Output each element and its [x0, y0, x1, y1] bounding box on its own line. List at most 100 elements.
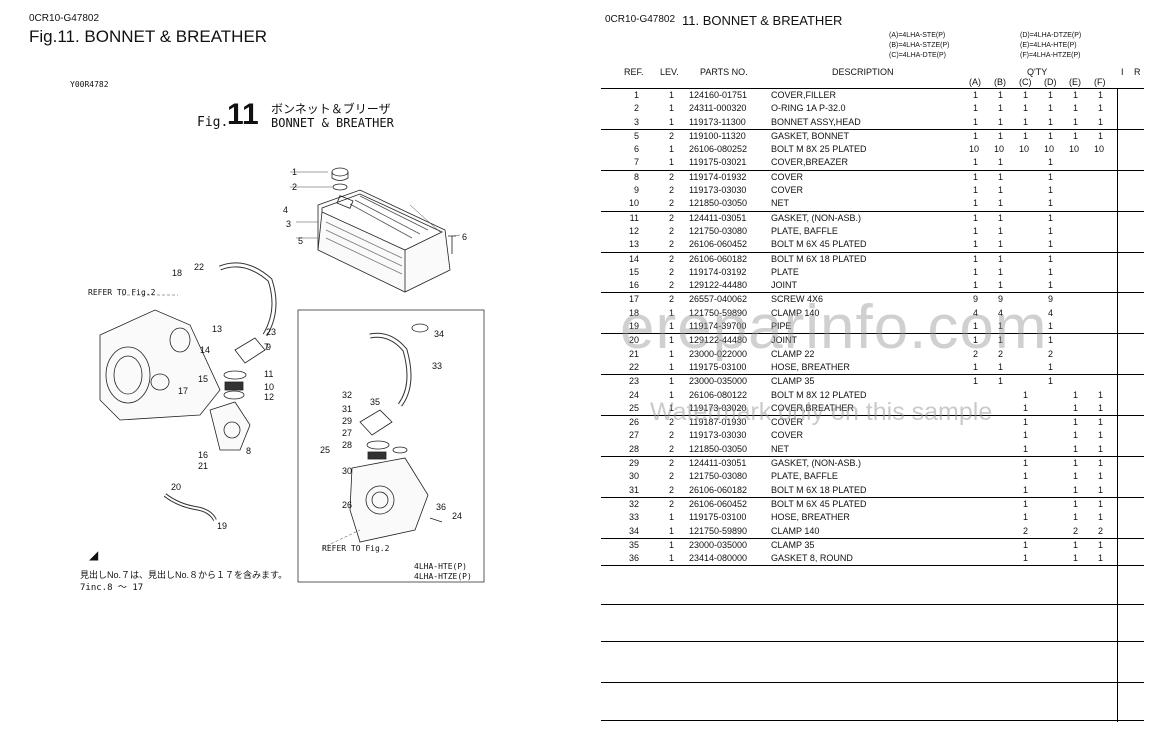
cell-qty: 4 [973, 307, 979, 318]
cell-part-no: 119173-03030 [689, 185, 747, 196]
cell-qty: 1 [1073, 484, 1079, 495]
cell-lev: 2 [669, 171, 675, 182]
cell-part-no: 119174-39700 [689, 321, 747, 332]
cell-ref: 17 [628, 294, 639, 305]
cell-qty: 2 [1098, 525, 1104, 536]
cell-qty: 9 [1048, 294, 1054, 305]
cell-lev: 2 [669, 280, 675, 291]
cell-qty: 1 [998, 361, 1004, 372]
cell-qty: 1 [1073, 103, 1079, 114]
empty-row-line [601, 641, 1144, 642]
callout-3: 3 [286, 219, 291, 229]
drawing-reference: Y00R4782 [70, 80, 109, 89]
cell-lev: 2 [669, 458, 675, 469]
cell-qty: 2 [1073, 525, 1079, 536]
cell-description: CLAMP 22 [771, 348, 815, 359]
cell-lev: 2 [669, 443, 675, 454]
cell-qty: 1 [1048, 361, 1054, 372]
cell-part-no: 26557-040062 [689, 294, 748, 305]
cell-ref: 2 [633, 103, 639, 114]
cell-qty: 4 [1048, 307, 1054, 318]
cell-qty: 1 [1023, 90, 1029, 100]
cell-part-no: 23000-035000 [689, 539, 748, 550]
cell-qty: 1 [998, 198, 1004, 209]
cell-part-no: 121750-03080 [689, 225, 748, 236]
cell-qty: 1 [973, 280, 979, 291]
empty-row-line [601, 604, 1144, 605]
cell-qty: 1 [1048, 90, 1054, 100]
cell-ref: 34 [628, 525, 639, 536]
bonnet-assy-shape [317, 189, 451, 293]
cell-part-no: 26106-060182 [689, 253, 748, 264]
cell-qty: 1 [1073, 430, 1079, 441]
cell-qty: 1 [973, 376, 979, 387]
cell-qty: 9 [998, 294, 1004, 305]
model-key-b: (B)=4LHA-STZE(P) [889, 42, 950, 49]
cell-ref: 12 [628, 225, 639, 236]
cell-qty: 1 [973, 266, 979, 277]
cell-lev: 1 [669, 376, 675, 387]
cell-description: HOSE, BREATHER [771, 361, 850, 372]
right-page-code: 0CR10-G47802 [605, 14, 676, 25]
cell-description: CLAMP 35 [771, 539, 815, 550]
cell-description: BOLT M 8X 12 PLATED [771, 389, 867, 400]
cell-lev: 1 [669, 90, 675, 100]
cell-qty: 1 [1023, 484, 1029, 495]
cell-qty: 1 [973, 198, 979, 209]
cell-lev: 1 [669, 307, 675, 318]
cell-description: BOLT M 6X 18 PLATED [771, 253, 867, 264]
cell-qty: 10 [969, 144, 980, 155]
header-col-d: (D) [1044, 77, 1057, 87]
filler-cap-shape [331, 167, 349, 177]
note-english: 7inc.8 ～ 17 [80, 583, 144, 593]
cell-part-no: 24311-000320 [689, 103, 747, 114]
cell-qty: 1 [973, 185, 979, 196]
breather-cover-shape [234, 337, 266, 364]
cell-part-no: 121850-03050 [689, 443, 748, 454]
cell-lev: 2 [669, 294, 675, 305]
cell-qty: 10 [1069, 144, 1080, 155]
cell-lev: 2 [669, 266, 675, 277]
cell-description: BOLT M 8X 25 PLATED [771, 144, 867, 155]
cell-lev: 1 [669, 525, 675, 536]
cell-lev: 1 [669, 553, 675, 564]
cell-qty: 1 [1073, 539, 1079, 550]
cell-qty: 2 [1023, 525, 1029, 536]
callout-28: 28 [342, 440, 352, 450]
cell-qty: 1 [1048, 280, 1054, 291]
callout-12: 12 [264, 392, 274, 402]
cell-qty: 1 [1098, 90, 1104, 100]
cell-qty: 1 [1098, 430, 1104, 441]
cell-lev: 2 [669, 198, 675, 209]
cell-description: PLATE, BAFFLE [771, 471, 838, 482]
fig-number: 11 [227, 98, 259, 131]
cell-qty: 1 [1098, 512, 1104, 523]
cell-part-no: 26106-060452 [689, 239, 748, 250]
cell-qty: 1 [1023, 103, 1029, 114]
cell-qty: 1 [1023, 443, 1029, 454]
cell-part-no: 119175-03100 [689, 512, 747, 523]
cell-qty: 9 [973, 294, 979, 305]
cell-ref: 25 [628, 402, 639, 413]
left-page-code: 0CR10-G47802 [29, 13, 100, 24]
cell-lev: 2 [669, 225, 675, 236]
cell-qty: 1 [1073, 130, 1079, 141]
cell-description: COVER,BREAZER [771, 157, 849, 168]
cell-qty: 1 [998, 103, 1004, 114]
fig-prefix: Fig. [197, 115, 229, 130]
cell-qty: 10 [994, 144, 1005, 155]
cell-part-no: 121850-03050 [689, 198, 748, 209]
cell-part-no: 124411-03051 [689, 458, 747, 469]
note-marker-icon: ◢ [89, 548, 99, 562]
cell-ref: 23 [628, 376, 639, 387]
cell-part-no: 119175-03100 [689, 361, 747, 372]
header-r: R [1134, 67, 1141, 77]
cell-qty: 1 [1048, 185, 1054, 196]
callout-34: 34 [434, 329, 444, 339]
